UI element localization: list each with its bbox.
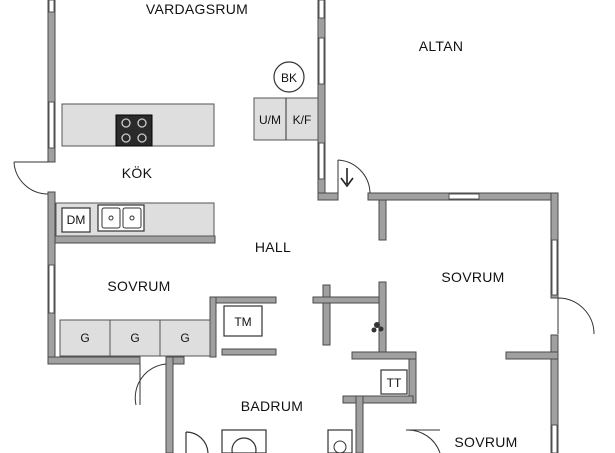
door-sovrum-right [557, 297, 595, 335]
bathroom [185, 322, 384, 453]
washer-icon [221, 429, 267, 453]
doors [13, 159, 595, 453]
toilet-bowl [333, 440, 347, 453]
stove-icon [115, 114, 153, 147]
door-altan [337, 159, 371, 194]
wall-badrum-left [165, 356, 174, 453]
fixture-label-g1: G [80, 331, 89, 345]
fixture-label-um: U/M [259, 113, 281, 127]
stove-burner-4 [137, 133, 147, 143]
wall-right-outer-lower [550, 334, 559, 453]
tm-closet [223, 305, 263, 337]
wall-badrum-right-top [342, 395, 414, 404]
room-label-sovrum-bottom: SOVRUM [454, 434, 517, 450]
window-living-left [48, 0, 55, 13]
entrance-arrow-icon [340, 168, 354, 188]
wall-hall-cross-c [378, 281, 387, 353]
wardrobe-3 [159, 319, 211, 357]
door-kok [13, 161, 49, 195]
room-label-vardagsrum: VARDAGSRUM [146, 1, 248, 17]
plant-icon [371, 322, 384, 333]
wall-left-upper [47, 0, 56, 163]
sink-drain-2 [129, 215, 135, 221]
wall-sovrum-right-bottom-b [505, 351, 559, 360]
fixture-label-bk: BK [281, 71, 297, 85]
door-badrum [134, 363, 167, 406]
tt-closet [380, 369, 408, 395]
wall-hall-cross-a [322, 284, 331, 346]
windows [48, 0, 558, 453]
stove-burner-2 [137, 118, 147, 128]
window-altan-door [318, 142, 325, 180]
wall-bottom-left [47, 356, 141, 365]
window-kok [48, 101, 55, 149]
wall-right-top-stub [378, 199, 387, 241]
sink-bath-icon [185, 431, 209, 453]
window-right-side [551, 239, 558, 296]
room-label-kok: KÖK [122, 164, 153, 181]
kitchen [55, 61, 319, 237]
labels: VARDAGSRUM ALTAN KÖK HALL SOVRUM SOVRUM … [67, 1, 518, 450]
wall-hall-cross-b [312, 296, 384, 304]
fixture-label-tt: TT [387, 376, 402, 390]
window-sovrum-left [48, 264, 55, 314]
window-right-side-lower [551, 424, 558, 453]
wardrobes [59, 305, 408, 395]
sink-icon [97, 204, 145, 232]
wall-hall-upper [54, 235, 216, 244]
room-label-sovrum-right: SOVRUM [441, 269, 504, 285]
fixture-label-tm: TM [234, 315, 251, 329]
window-living-right-2 [318, 37, 325, 85]
window-living-right [318, 0, 325, 19]
stove-burner-1 [121, 118, 131, 128]
window-right-top [448, 193, 480, 200]
wall-tm-bottom [221, 348, 277, 356]
door-sovrum-bottom [405, 429, 441, 453]
room-label-badrum: BADRUM [241, 398, 303, 414]
sink-drain-1 [108, 215, 114, 221]
room-label-hall: HALL [255, 239, 291, 255]
washer-drum [231, 437, 257, 453]
wall-tm-left [209, 296, 217, 358]
dishwasher [61, 207, 91, 233]
room-label-sovrum-left: SOVRUM [107, 278, 170, 294]
wardrobe-2 [109, 319, 161, 357]
wall-altan-door-jamb [317, 192, 339, 201]
bk-marker-icon [273, 61, 305, 93]
wall-tm-top [209, 296, 277, 304]
fixture-label-g2: G [130, 331, 139, 345]
room-label-altan: ALTAN [419, 38, 464, 54]
fixture-label-g3: G [180, 331, 189, 345]
wall-badrum-right [355, 395, 364, 453]
sink-basin-1 [101, 207, 121, 229]
fixture-label-dm: DM [67, 213, 86, 227]
fixture-label-kf: K/F [293, 113, 312, 127]
wardrobe-1 [59, 319, 111, 357]
wall-sovrum-right-bottom-a [351, 351, 417, 360]
sink-basin-2 [122, 207, 142, 229]
stove-burner-3 [121, 133, 131, 143]
